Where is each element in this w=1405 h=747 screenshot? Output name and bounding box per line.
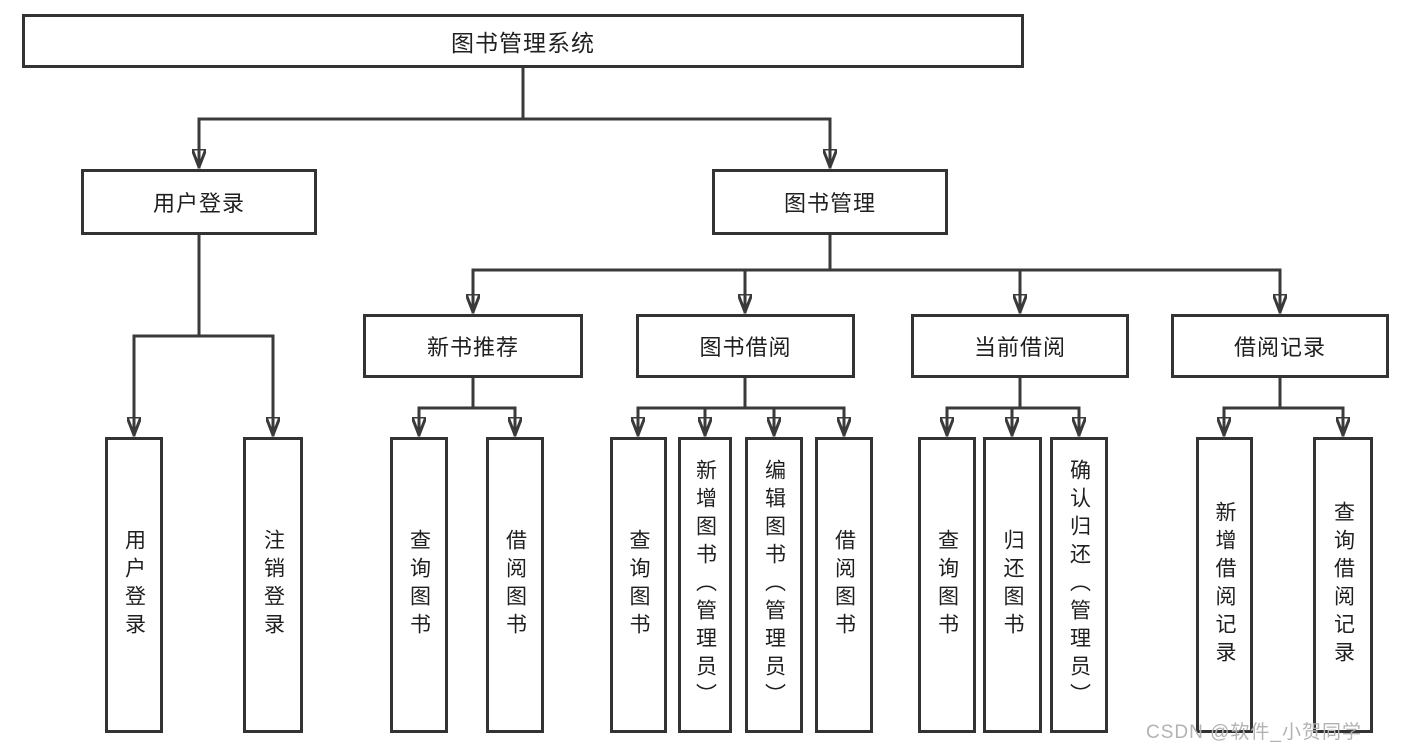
node-root-label: 图书管理系统 bbox=[451, 30, 595, 56]
leaf-confirm-return-admin: 确认归还（管理员） bbox=[1050, 437, 1108, 733]
leaf-query-books-current-label: 查询图书 bbox=[935, 529, 959, 641]
leaf-user-login-label: 用户登录 bbox=[122, 529, 146, 641]
node-current-borrow-label: 当前借阅 bbox=[973, 335, 1066, 360]
leaf-add-books-admin-label: 新增图书（管理员） bbox=[693, 459, 717, 711]
leaf-logout-label: 注销登录 bbox=[261, 529, 285, 641]
leaf-borrow-books-recommend: 借阅图书 bbox=[486, 437, 544, 733]
node-current-borrow: 当前借阅 bbox=[911, 314, 1129, 378]
node-book-management: 图书管理 bbox=[712, 169, 948, 235]
leaf-logout: 注销登录 bbox=[243, 437, 303, 733]
leaf-borrow-books-label: 借阅图书 bbox=[832, 529, 856, 641]
node-new-book-recommend: 新书推荐 bbox=[363, 314, 583, 378]
node-user-login: 用户登录 bbox=[81, 169, 317, 235]
leaf-query-books-current: 查询图书 bbox=[918, 437, 976, 733]
node-book-management-label: 图书管理 bbox=[783, 191, 876, 216]
leaf-user-login: 用户登录 bbox=[105, 437, 163, 733]
leaf-query-books-recommend: 查询图书 bbox=[390, 437, 448, 733]
leaf-add-borrow-record-label: 新增借阅记录 bbox=[1213, 501, 1236, 669]
leaf-query-books-borrow-label: 查询图书 bbox=[627, 529, 650, 641]
leaf-query-borrow-record: 查询借阅记录 bbox=[1313, 437, 1373, 733]
leaf-confirm-return-admin-label: 确认归还（管理员） bbox=[1067, 459, 1091, 711]
leaf-return-books-label: 归还图书 bbox=[1001, 529, 1024, 641]
node-new-book-recommend-label: 新书推荐 bbox=[426, 335, 519, 360]
node-root-system: 图书管理系统 bbox=[22, 14, 1024, 68]
node-borrow-records-label: 借阅记录 bbox=[1233, 335, 1326, 360]
leaf-query-borrow-record-label: 查询借阅记录 bbox=[1331, 501, 1355, 669]
leaf-add-borrow-record: 新增借阅记录 bbox=[1196, 437, 1253, 733]
leaf-edit-books-admin: 编辑图书（管理员） bbox=[745, 437, 803, 733]
leaf-return-books: 归还图书 bbox=[983, 437, 1042, 733]
leaf-edit-books-admin-label: 编辑图书（管理员） bbox=[762, 459, 786, 711]
node-user-login-label: 用户登录 bbox=[152, 191, 245, 216]
leaf-borrow-books-recommend-label: 借阅图书 bbox=[503, 529, 527, 641]
node-borrow-records: 借阅记录 bbox=[1171, 314, 1389, 378]
leaf-query-books-recommend-label: 查询图书 bbox=[407, 529, 431, 641]
node-book-borrow-label: 图书借阅 bbox=[699, 335, 792, 360]
csdn-watermark: CSDN @软件_小贺同学 bbox=[1146, 722, 1362, 743]
leaf-add-books-admin: 新增图书（管理员） bbox=[678, 437, 732, 733]
leaf-query-books-borrow: 查询图书 bbox=[610, 437, 667, 733]
node-book-borrow: 图书借阅 bbox=[636, 314, 855, 378]
leaf-borrow-books: 借阅图书 bbox=[815, 437, 873, 733]
